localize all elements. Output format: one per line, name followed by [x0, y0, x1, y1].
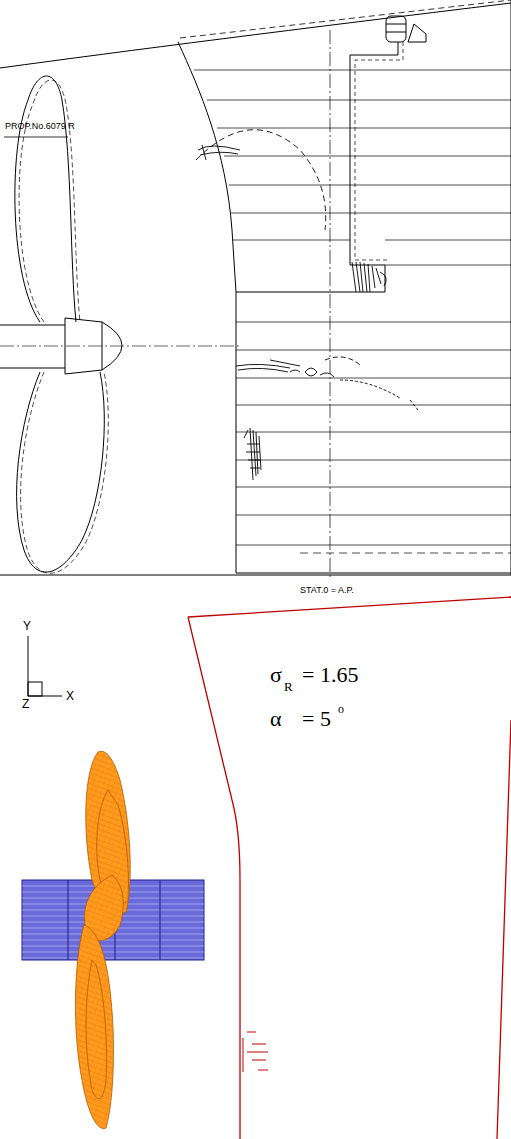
- sketch: [0, 0, 511, 578]
- parameter-symbol: σ: [270, 664, 282, 686]
- mesh-line: [22, 946, 204, 947]
- axis-label: X: [66, 690, 74, 702]
- prop-blade: [17, 372, 105, 572]
- parameter-value: = 5: [302, 708, 331, 730]
- part-label: PROP.No.6079 R: [5, 122, 75, 131]
- axis-triad: [28, 636, 62, 696]
- rudder-outline: [236, 292, 511, 573]
- parameter-symbol: α: [270, 708, 282, 730]
- degree-mark: o: [338, 703, 344, 715]
- base-line: [0, 575, 511, 576]
- mesh-line: [22, 940, 204, 941]
- mesh-line: [22, 952, 204, 953]
- stern-profile: [178, 42, 236, 292]
- stock-centreline: [330, 30, 331, 578]
- parameter-value: = 1.65: [302, 664, 358, 686]
- axis-label: Z: [22, 698, 29, 710]
- axis-label: Y: [23, 620, 31, 632]
- rudder-outline: [188, 597, 511, 1139]
- station-label: STAT.0 = A.P.: [300, 586, 354, 595]
- hull-dashed: [180, 0, 511, 38]
- section-lines: [194, 70, 511, 545]
- leader-line: [4, 137, 68, 138]
- bearing: [386, 16, 406, 42]
- parameter-subscript: R: [284, 680, 293, 693]
- cavitation-trace: [196, 130, 511, 553]
- bearing-wedge: [408, 24, 426, 42]
- shaft: [0, 325, 65, 368]
- mesh-line: [22, 958, 204, 959]
- prop-blade: [15, 76, 76, 322]
- rudder-stock: [350, 42, 398, 292]
- propeller-blades: [75, 751, 130, 1128]
- model-view: [22, 597, 511, 1139]
- hull-line: [0, 3, 511, 68]
